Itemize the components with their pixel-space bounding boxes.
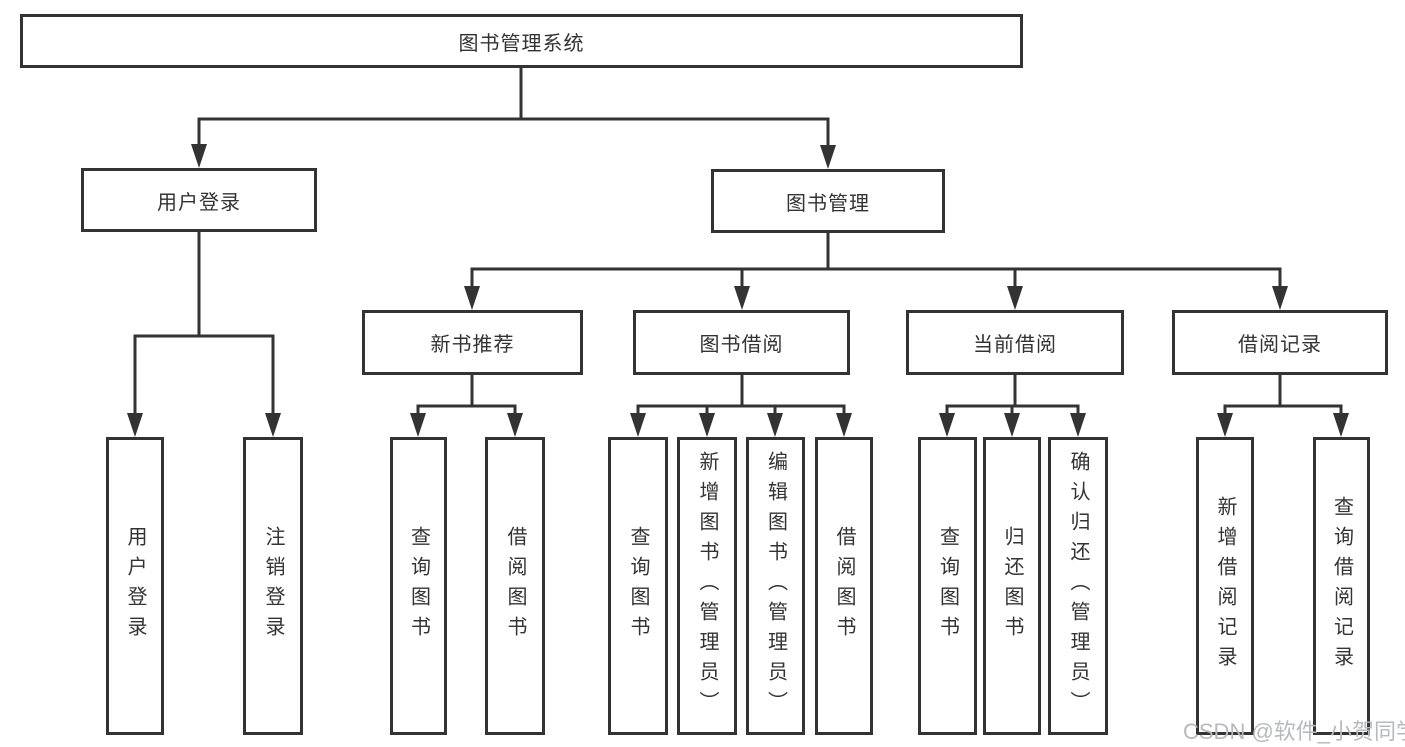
connector-new-book [410, 373, 523, 437]
leaf-borrow-books: 借阅图书 [815, 437, 873, 735]
node-new-book-recommend: 新书推荐 [362, 310, 583, 375]
connector-borrow-records [1217, 373, 1349, 437]
leaf-add-books-admin: 新增图书（管理员） [677, 437, 737, 735]
leaf-query-books-borrow: 查询图书 [608, 437, 668, 735]
leaf-borrow-books-recommend: 借阅图书 [485, 437, 545, 735]
csdn-watermark: CSDN @软件_小贺同学 [1183, 719, 1405, 744]
connector-book-management [464, 231, 1288, 310]
leaf-add-borrow-record: 新增借阅记录 [1196, 437, 1254, 735]
leaf-return-books: 归还图书 [983, 437, 1041, 735]
leaf-query-books-recommend: 查询图书 [390, 437, 447, 735]
leaf-confirm-return-admin: 确认归还（管理员） [1048, 437, 1108, 735]
connector-current-borrow [939, 373, 1086, 437]
node-current-borrow: 当前借阅 [906, 310, 1124, 375]
leaf-query-books-current: 查询图书 [918, 437, 977, 735]
connector-user-login [127, 230, 281, 437]
leaf-query-borrow-record: 查询借阅记录 [1313, 437, 1370, 735]
connector-book-borrow [630, 373, 852, 437]
node-user-login: 用户登录 [81, 168, 317, 232]
leaf-logout: 注销登录 [243, 437, 303, 735]
node-root: 图书管理系统 [20, 14, 1023, 68]
leaf-user-login: 用户登录 [106, 437, 164, 735]
node-book-borrow: 图书借阅 [633, 310, 850, 375]
node-book-management: 图书管理 [711, 169, 945, 233]
connector-root [191, 66, 836, 169]
node-borrow-records: 借阅记录 [1172, 310, 1388, 375]
leaf-edit-books-admin: 编辑图书（管理员） [746, 437, 805, 735]
